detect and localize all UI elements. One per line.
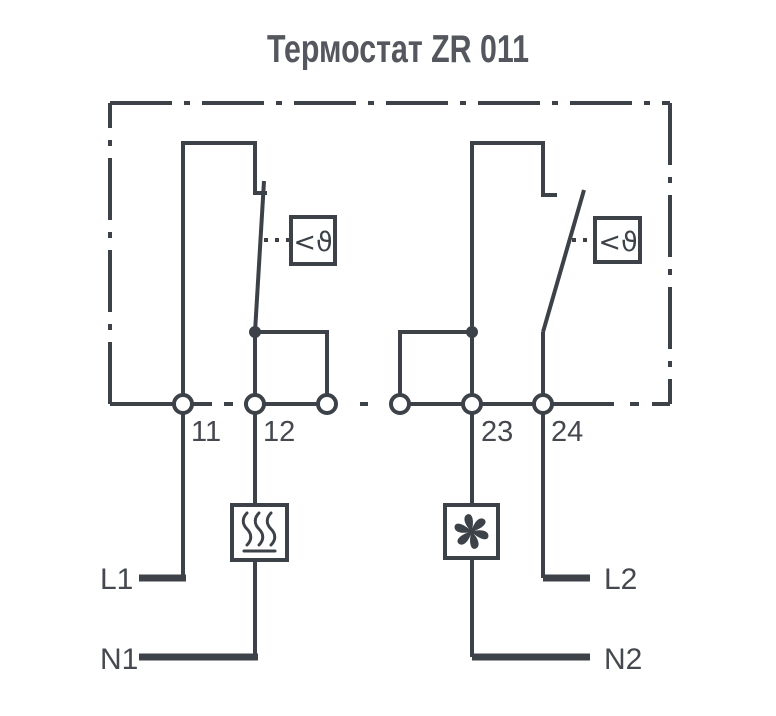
junction-dot-right bbox=[466, 326, 478, 338]
page-title: Термостат ZR 011 bbox=[267, 28, 529, 71]
terminal-24-circle bbox=[532, 393, 554, 415]
bridge-wire-23 bbox=[398, 330, 472, 404]
heat-wave bbox=[265, 511, 277, 547]
terminal-circle-unlabeled bbox=[316, 393, 338, 415]
terminal-23-label: 23 bbox=[481, 416, 513, 448]
bridge-wire-12 bbox=[255, 330, 329, 404]
contact-arm-right-open bbox=[541, 189, 586, 333]
sensor-box-right bbox=[593, 216, 642, 264]
l2-label: L2 bbox=[604, 563, 637, 596]
fan-blade bbox=[471, 518, 486, 532]
terminal-24-label: 24 bbox=[551, 416, 583, 448]
terminal-23-circle bbox=[461, 393, 483, 415]
l1-label: L1 bbox=[100, 563, 133, 596]
n2-label: N2 bbox=[604, 643, 642, 676]
heat-wave bbox=[253, 511, 265, 547]
contact-fixed-wire-left bbox=[181, 141, 267, 578]
fan-blade bbox=[454, 523, 472, 533]
heat-wave bbox=[241, 511, 253, 547]
sensor-box-left bbox=[289, 215, 337, 266]
terminal-11-label: 11 bbox=[191, 416, 221, 448]
contact-arm-left-closed bbox=[253, 180, 266, 333]
device-boundary bbox=[108, 101, 672, 406]
fan-blade bbox=[464, 514, 473, 532]
fan-blade bbox=[471, 530, 489, 540]
temperature-sensor-right: <ϑ bbox=[593, 216, 642, 264]
contact-fixed-wire-right bbox=[470, 141, 557, 505]
terminal-circles bbox=[172, 393, 554, 415]
fan-blades bbox=[454, 514, 489, 549]
terminal-circle-unlabeled bbox=[389, 393, 411, 415]
fan-blade bbox=[457, 531, 472, 545]
cooling-circuit bbox=[398, 141, 595, 661]
heating-circuit bbox=[139, 141, 329, 661]
fan-icon bbox=[443, 503, 500, 560]
sensor-label-right: <ϑ bbox=[598, 227, 637, 258]
n1-label: N1 bbox=[100, 643, 138, 676]
junction-dot-left bbox=[249, 326, 261, 338]
terminal-12-circle bbox=[244, 393, 266, 415]
temperature-sensor-left: <ϑ bbox=[289, 215, 337, 266]
heater-icon bbox=[230, 503, 289, 562]
sensor-label-left: <ϑ bbox=[293, 227, 332, 258]
fan-blade bbox=[470, 531, 479, 549]
terminal-12-label: 12 bbox=[263, 416, 295, 448]
terminal-11-circle bbox=[172, 393, 194, 415]
